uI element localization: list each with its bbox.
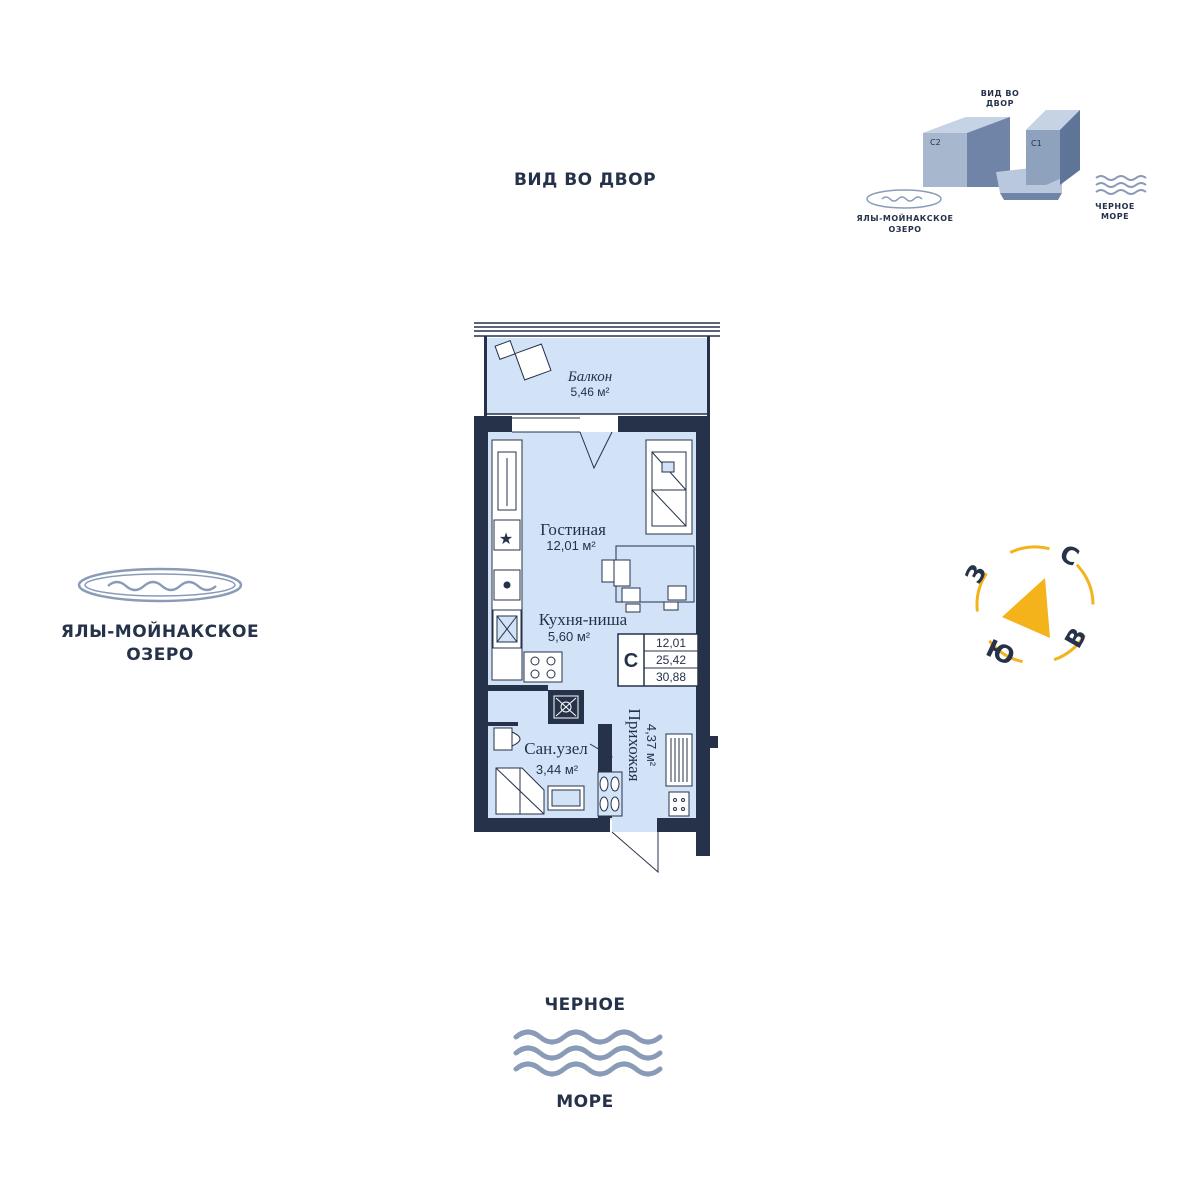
boiler-icon — [553, 695, 579, 719]
hall-area: 4,37 м² — [644, 724, 659, 767]
total-area-value: 25,42 — [656, 653, 686, 667]
minimap-lake-line1: ЯЛЫ-МОЙНАКСКОЕ — [856, 214, 954, 223]
compass-arrow-icon — [1002, 578, 1050, 638]
floor-plan: ★ — [474, 322, 720, 874]
sea-waves-icon — [513, 1029, 663, 1077]
lake-icon — [77, 567, 243, 603]
compass: С В Ю З — [960, 539, 1095, 671]
minimap-top-line1: ВИД ВО — [980, 89, 1020, 98]
chairs-icon — [601, 559, 687, 613]
minimap-top-line2: ДВОР — [986, 99, 1014, 108]
top-view-label: ВИД ВО ДВОР — [513, 170, 657, 190]
apartment-type: С — [624, 650, 638, 672]
minimap: C2 C1 — [866, 110, 1147, 209]
compass-south: Ю — [982, 634, 1019, 671]
minimap-c2-label: C2 — [930, 138, 941, 147]
balcony-area: 5,46 м² — [571, 385, 610, 399]
compass-west: З — [960, 560, 993, 589]
bath-name: Сан.узел — [524, 739, 588, 758]
area-summary-box: С 12,01 25,42 30,88 — [617, 633, 699, 687]
bathroom-fixtures — [493, 727, 585, 815]
wardrobe-icon — [665, 733, 693, 817]
sofa-icon — [645, 439, 693, 535]
balcony-name: Балкон — [567, 369, 612, 385]
kitchen-area: 5,60 м² — [548, 629, 591, 644]
minimap-lake-line2: ОЗЕРО — [888, 225, 922, 234]
full-area-value: 30,88 — [656, 670, 686, 684]
kitchen-name: Кухня-ниша — [539, 610, 628, 629]
balcony-floor — [484, 338, 710, 414]
left-lake-label-line1: ЯЛЫ-МОЙНАКСКОЕ — [60, 622, 260, 642]
living-area: 12,01 м² — [546, 538, 596, 553]
bath-area: 3,44 м² — [536, 762, 579, 777]
living-area-value: 12,01 — [656, 636, 686, 650]
washer-icon — [597, 771, 623, 817]
minimap-sea-line1: ЧЕРНОЕ — [1095, 202, 1135, 211]
hall-name: Прихожая — [625, 709, 644, 782]
bottom-sea-label-bottom: МОРЕ — [556, 1092, 614, 1112]
entry-door — [611, 831, 659, 874]
living-name: Гостиная — [540, 520, 606, 539]
left-lake-label-line2: ОЗЕРО — [126, 645, 194, 665]
minimap-c1-label: C1 — [1031, 139, 1042, 148]
compass-east: В — [1059, 623, 1092, 653]
kitchen-counter — [491, 439, 563, 683]
bottom-sea-label-top: ЧЕРНОЕ — [544, 995, 626, 1015]
minimap-sea-line2: МОРЕ — [1100, 212, 1130, 221]
star-icon: ★ — [499, 531, 513, 548]
